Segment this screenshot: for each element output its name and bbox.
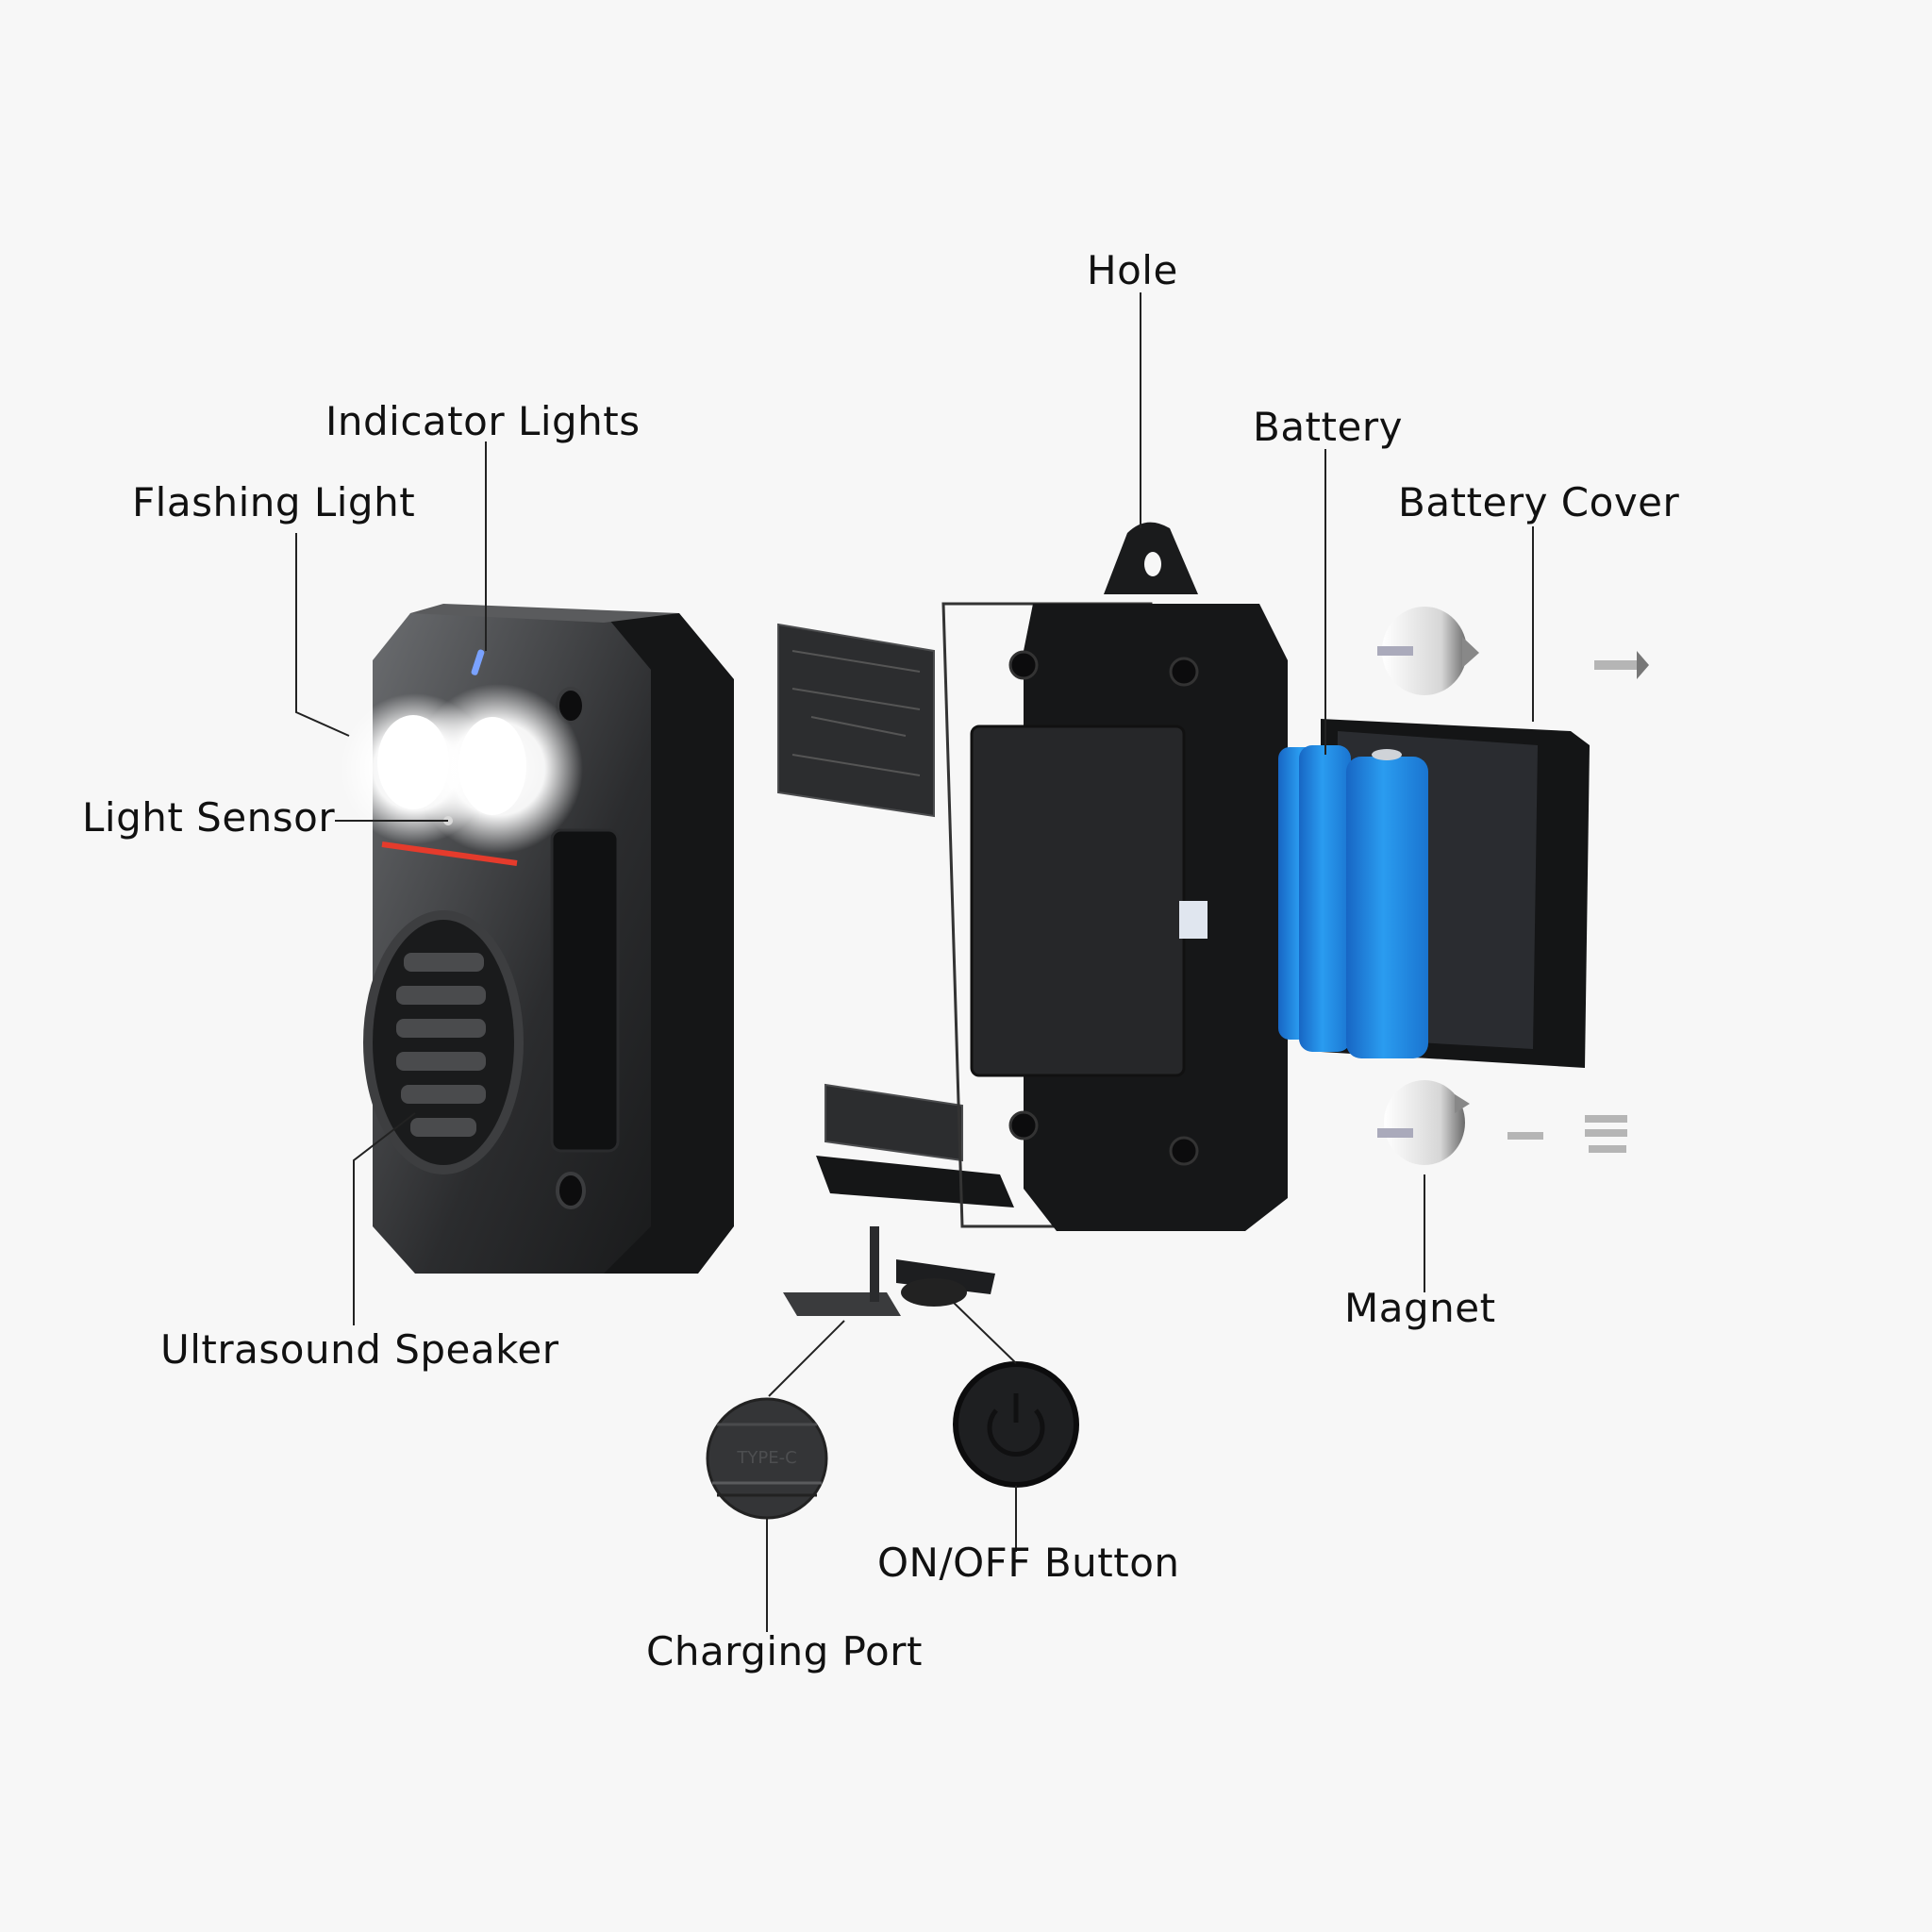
charging-port-cap: TYPE-C (706, 1397, 828, 1520)
screw-icon (1594, 660, 1637, 670)
battery-cell (1299, 745, 1351, 1052)
hole-icon (1144, 552, 1161, 576)
device-side-recess (550, 828, 620, 1153)
screw-icon (1585, 1115, 1627, 1123)
ultrasound-speaker-grille (363, 910, 524, 1174)
red-accent-strip (381, 841, 518, 866)
screw-head-icon (556, 687, 586, 724)
indicator-light-icon (471, 649, 485, 675)
screw-icon (1589, 1145, 1626, 1153)
battery-terminal-icon (1372, 749, 1402, 760)
power-button (953, 1361, 1079, 1488)
label-ultrasound-speaker: Ultrasound Speaker (160, 1326, 559, 1373)
power-icon (987, 1408, 1045, 1457)
label-charging-port: Charging Port (646, 1628, 923, 1674)
flashing-light-left-icon (377, 715, 449, 809)
flashing-light-right-icon (458, 717, 526, 815)
device-top-edge (410, 604, 679, 623)
label-flashing-light: Flashing Light (132, 479, 416, 525)
magnet-top (1382, 607, 1467, 695)
type-c-text: TYPE-C (736, 1448, 796, 1468)
rear-housing (970, 522, 1288, 1231)
type-c-cover-part (783, 1292, 901, 1316)
label-indicator-lights: Indicator Lights (325, 398, 641, 444)
battery-cell (1346, 757, 1428, 1058)
label-battery-cover: Battery Cover (1398, 479, 1680, 525)
screw-head-icon (556, 1172, 586, 1209)
label-light-sensor: Light Sensor (82, 794, 336, 841)
label-battery: Battery (1253, 404, 1403, 450)
screw-icon (1462, 637, 1479, 668)
magnet-bottom (1384, 1080, 1465, 1165)
magnets-and-screws (1377, 607, 1649, 1165)
screw-icon (1585, 1129, 1627, 1137)
housing-latch-window (1179, 901, 1208, 939)
main-device (340, 604, 734, 1274)
lower-pcb (824, 1083, 963, 1162)
label-on-off-button: ON/OFF Button (877, 1540, 1180, 1586)
batteries (1278, 745, 1428, 1058)
switch-bracket (816, 1156, 1014, 1208)
leader-lines (295, 292, 1534, 1632)
main-pcb (777, 623, 935, 818)
device-side-panel (443, 613, 734, 1274)
battery-bay-cover (970, 724, 1186, 1077)
port-and-switch-parts (783, 1226, 995, 1316)
screw-icon (1507, 1132, 1543, 1140)
circuit-boards (777, 602, 1172, 1228)
label-hole: Hole (1087, 247, 1178, 293)
label-magnet: Magnet (1344, 1285, 1496, 1331)
